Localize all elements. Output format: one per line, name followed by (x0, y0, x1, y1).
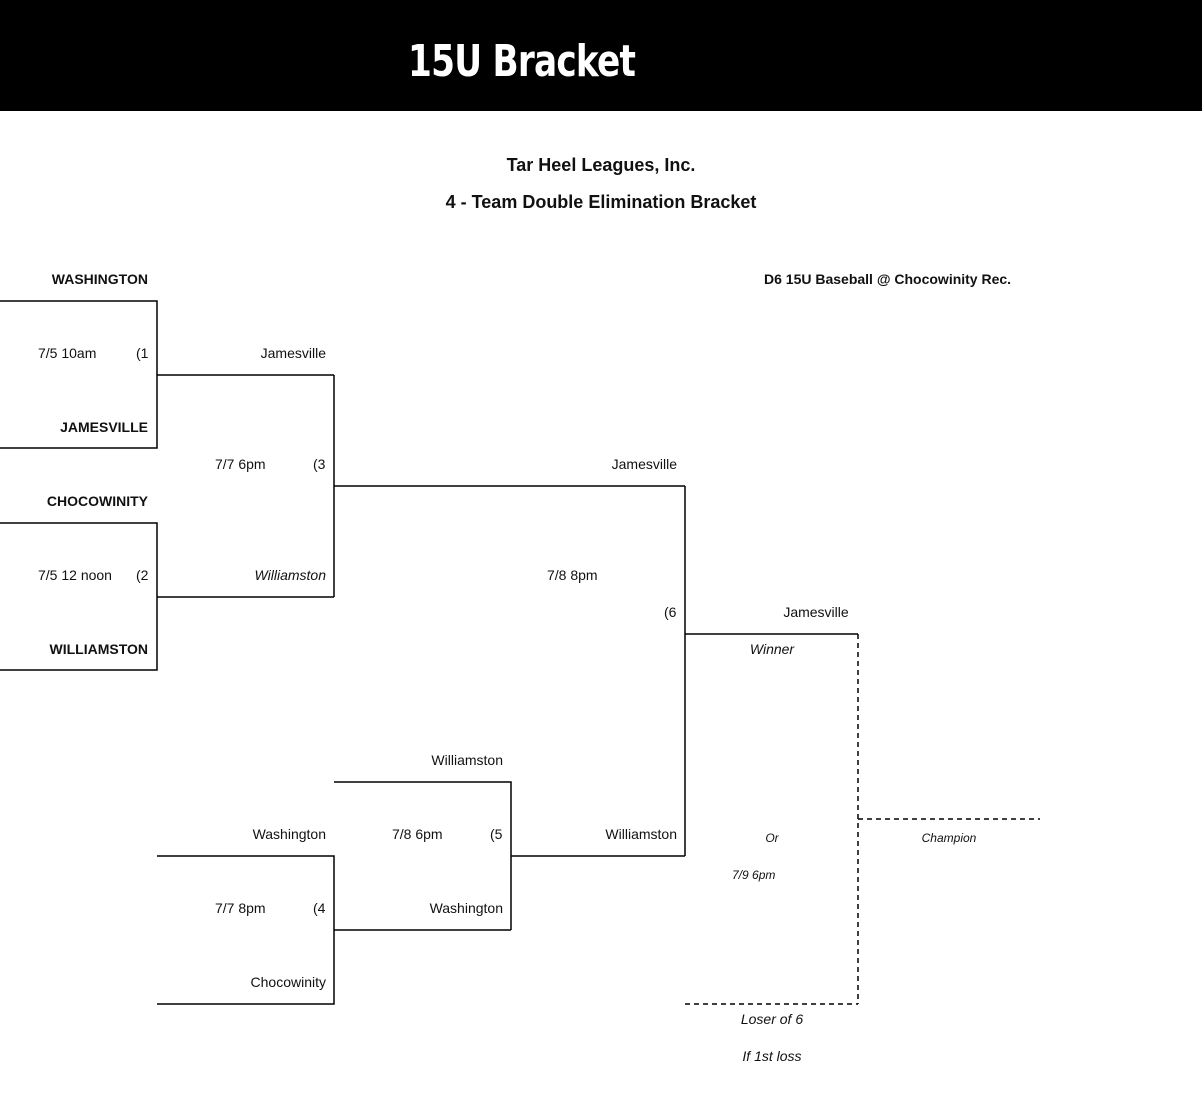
game5-number: (5 (490, 826, 503, 842)
game4-time: 7/7 8pm (215, 900, 266, 916)
division-label: D6 15U Baseball @ Chocowinity Rec. (764, 271, 1012, 287)
game1-time: 7/5 10am (38, 345, 97, 361)
game6-team-bottom: Williamston (605, 826, 677, 842)
game1-team-top: WASHINGTON (51, 271, 148, 287)
final-or-label: Or (765, 831, 779, 845)
game2-time: 7/5 12 noon (38, 567, 112, 583)
banner: 15U Bracket (0, 0, 1202, 111)
game2-team-bottom: WILLIAMSTON (49, 641, 148, 657)
game3-team-bottom: Williamston (254, 567, 326, 583)
game1-number: (1 (136, 345, 149, 361)
game6-number: (6 (664, 604, 677, 620)
game2-team-top: CHOCOWINITY (46, 493, 148, 509)
game4-team-top: Washington (252, 826, 326, 842)
game3-number: (3 (313, 456, 326, 472)
game4-number: (4 (313, 900, 326, 916)
game2-number: (2 (136, 567, 149, 583)
final-loser-label: Loser of 6 (740, 1011, 804, 1027)
game3-team-top: Jamesville (260, 345, 326, 361)
final-note: If 1st loss (742, 1048, 802, 1064)
banner-title: 15U Bracket (408, 36, 636, 87)
game5-team-top: Williamston (431, 752, 503, 768)
final-winner-label: Winner (749, 641, 795, 657)
champion-label: Champion (921, 831, 977, 845)
final-time: 7/9 6pm (732, 868, 776, 882)
bracket-subtitle: 4 - Team Double Elimination Bracket (445, 192, 757, 212)
game6-team-top: Jamesville (611, 456, 677, 472)
game1-team-bottom: JAMESVILLE (60, 419, 148, 435)
final-winner-team: Jamesville (783, 604, 849, 620)
game6-time: 7/8 8pm (547, 567, 598, 583)
org-name: Tar Heel Leagues, Inc. (506, 155, 696, 175)
game3-time: 7/7 6pm (215, 456, 266, 472)
game4-team-bottom: Chocowinity (250, 974, 326, 990)
game5-bracket (334, 781, 512, 930)
game5-time: 7/8 6pm (392, 826, 443, 842)
game5-team-bottom: Washington (429, 900, 503, 916)
